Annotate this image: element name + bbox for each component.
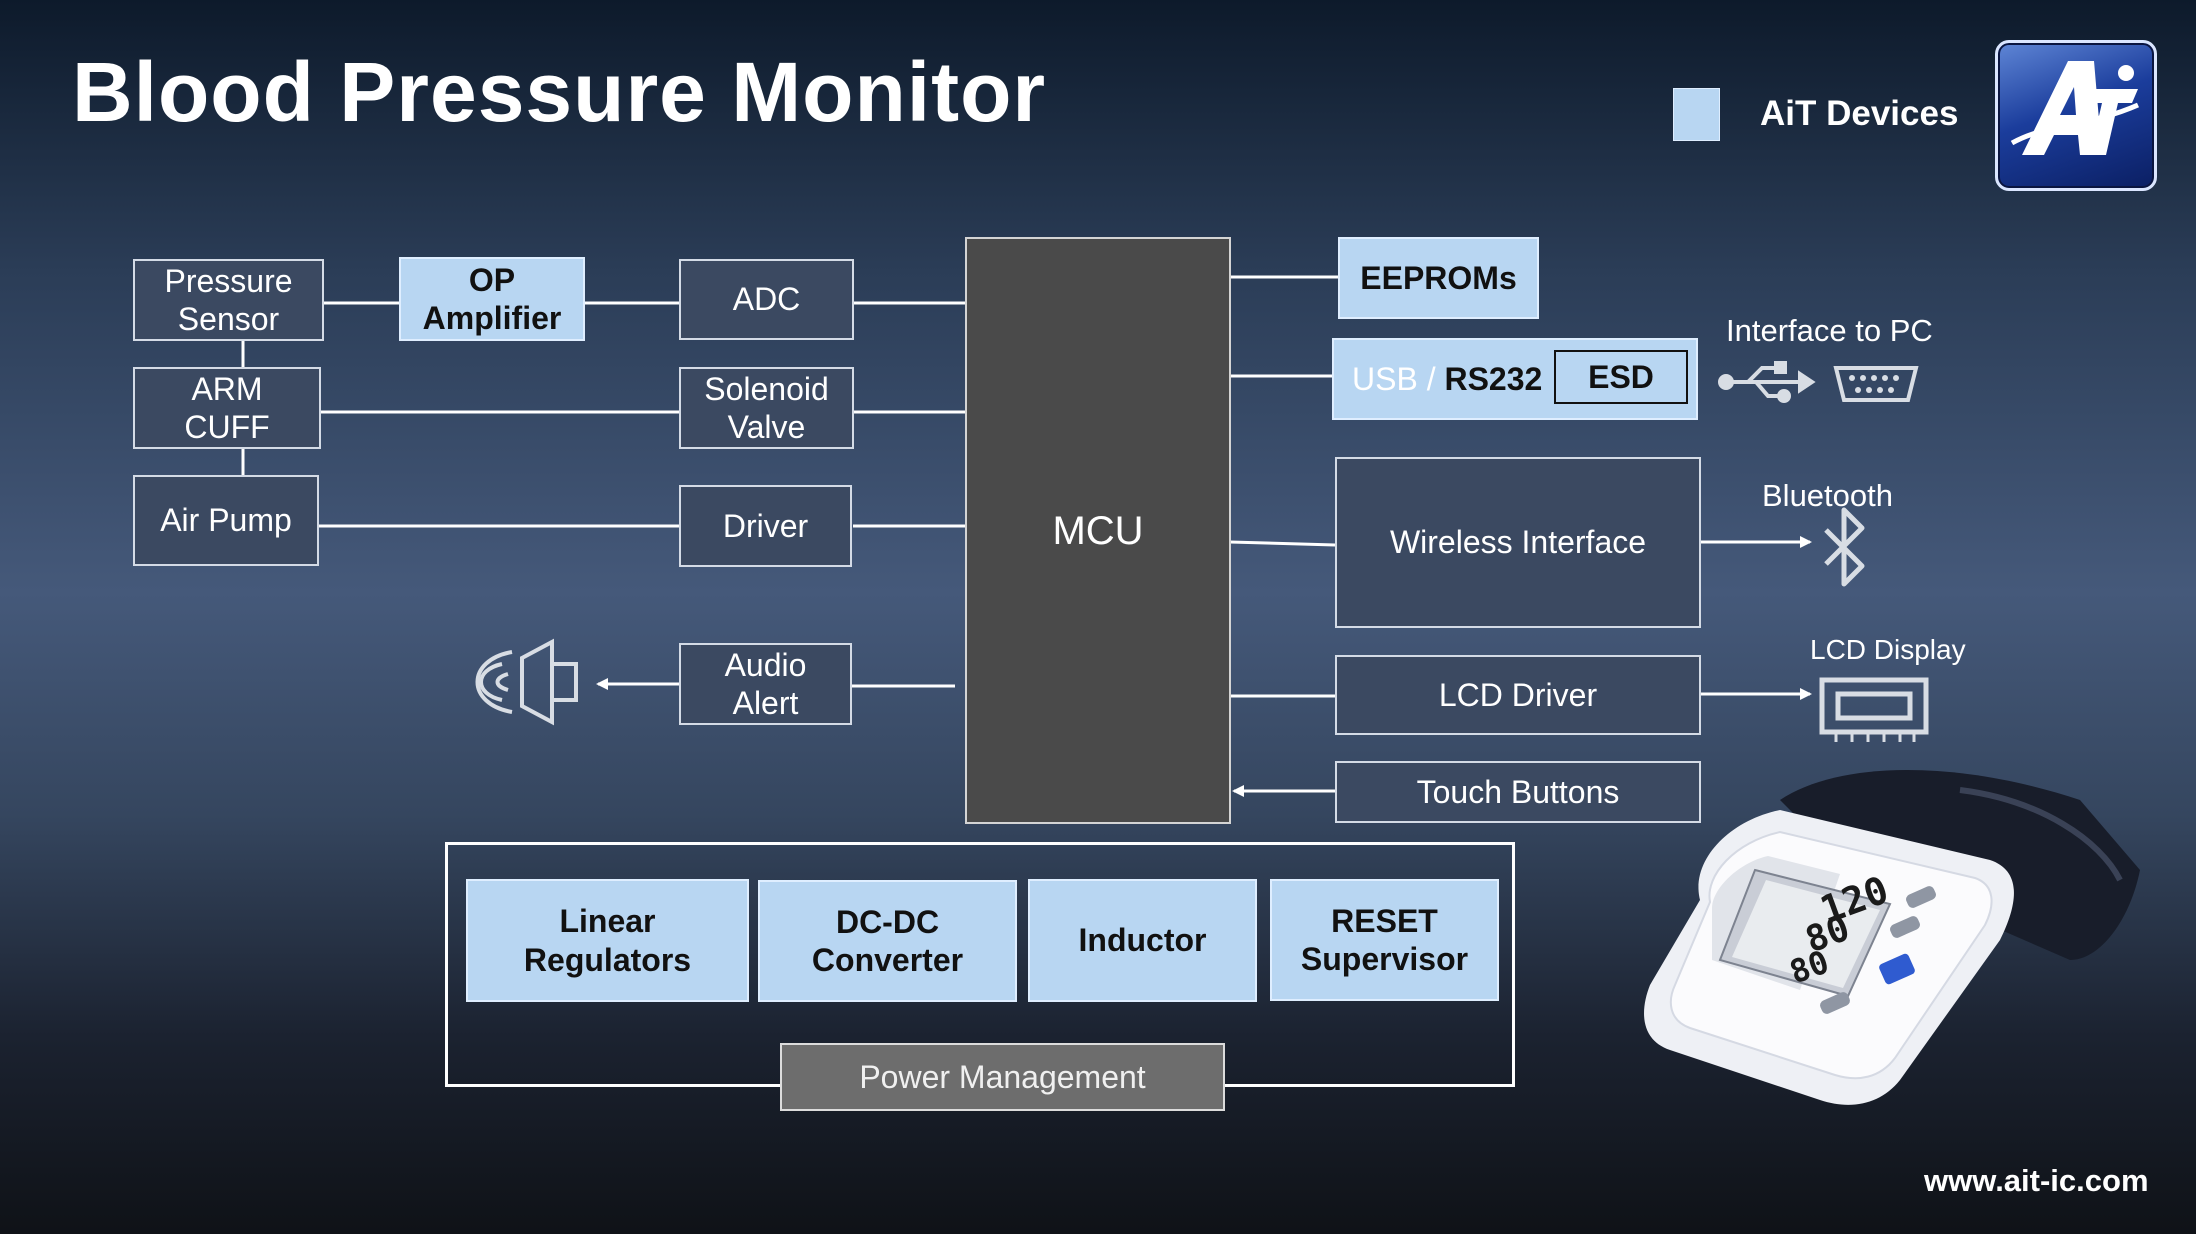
touch-buttons-block: Touch Buttons (1335, 761, 1701, 823)
usb-rs232-block: USB / RS232 ESD (1332, 338, 1698, 420)
power-management-label: Power Management (780, 1043, 1225, 1111)
bluetooth-icon (1824, 507, 1865, 587)
pressure-sensor-block: Pressure Sensor (133, 259, 324, 341)
line-mcu-wireless (1229, 540, 1336, 547)
dcdc-converter-block: DC-DC Converter (758, 880, 1017, 1002)
bluetooth-label: Bluetooth (1762, 478, 1893, 513)
driver-block: Driver (679, 485, 852, 567)
website-url[interactable]: www.ait-ic.com (1924, 1163, 2149, 1198)
solenoid-valve-block: Solenoid Valve (679, 367, 854, 449)
esd-block: ESD (1554, 350, 1688, 404)
speaker-icon (475, 638, 578, 726)
page-title: Blood Pressure Monitor (72, 45, 1047, 139)
usb-icon (1718, 361, 1816, 403)
adc-block: ADC (679, 259, 854, 340)
ait-logo-glyph (2010, 61, 2140, 155)
inductor-block: Inductor (1028, 879, 1257, 1002)
op-amplifier-block: OP Amplifier (399, 257, 585, 341)
linear-regulators-block: Linear Regulators (466, 879, 749, 1002)
legend-label: AiT Devices (1760, 94, 1959, 133)
interface-to-pc-label: Interface to PC (1726, 313, 1933, 348)
serial-port-icon (1833, 366, 1919, 402)
eeproms-block: EEPROMs (1338, 237, 1539, 319)
usb-rs232-label: USB / RS232 (1352, 361, 1542, 398)
mcu-block: MCU (965, 237, 1231, 824)
audio-alert-block: Audio Alert (679, 643, 852, 725)
ait-logo-icon (1995, 40, 2157, 191)
rs232-label: RS232 (1444, 361, 1543, 397)
blood-pressure-monitor-image (1644, 770, 2140, 1105)
lcd-display-label: LCD Display (1810, 634, 1966, 665)
lcd-driver-block: LCD Driver (1335, 655, 1701, 735)
air-pump-block: Air Pump (133, 475, 319, 566)
reset-supervisor-block: RESET Supervisor (1270, 879, 1499, 1001)
arm-cuff-block: ARM CUFF (133, 367, 321, 449)
wireless-interface-block: Wireless Interface (1335, 457, 1701, 628)
usb-label: USB / (1352, 361, 1445, 397)
legend-swatch (1673, 88, 1720, 141)
lcd-display-icon (1819, 677, 1929, 742)
